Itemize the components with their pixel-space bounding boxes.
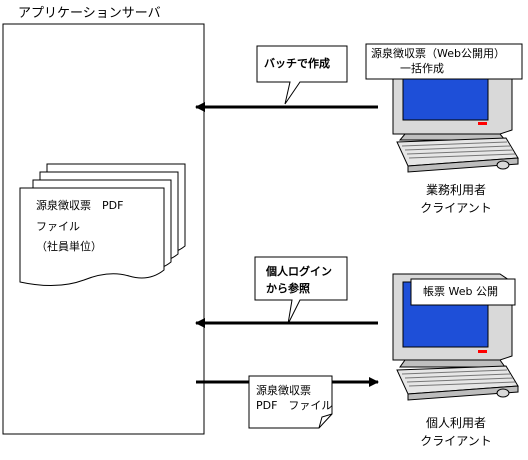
pdf-file-note xyxy=(248,375,333,429)
pdf-note-line1: 源泉徴収票 xyxy=(256,384,311,397)
personal-screen-line1: 帳票 Web 公開 xyxy=(423,285,498,298)
doc-stack-line3: （社員単位） xyxy=(36,240,102,253)
business-screen-line2: 一括作成 xyxy=(400,62,444,75)
personal-client-label-line2: クライアント xyxy=(420,434,492,448)
personal-client-label-line1: 個人利用者 xyxy=(425,416,486,430)
business-screen-line1: 源泉徴収票（Web公開用） xyxy=(371,47,505,60)
personal-login-line2: から参照 xyxy=(266,282,310,295)
doc-stack-line2: ファイル xyxy=(36,220,80,233)
business-client-label-line1: 業務利用者 xyxy=(425,183,486,197)
batch-callout-text: バッチで作成 xyxy=(264,57,330,70)
pdf-document-stack xyxy=(19,163,186,287)
business-screen-label-box xyxy=(365,43,523,80)
pdf-note-line2: PDF ファイル xyxy=(256,399,333,412)
business-client-label-line2: クライアント xyxy=(420,201,492,215)
doc-stack-line1: 源泉徴収票 PDF xyxy=(36,199,124,212)
personal-screen-label-box xyxy=(410,278,516,306)
personal-login-line1: 個人ログイン xyxy=(266,265,332,278)
batch-callout xyxy=(256,45,348,105)
app-server-title: アプリケーションサーバ xyxy=(18,6,161,21)
personal-login-callout xyxy=(254,256,348,325)
